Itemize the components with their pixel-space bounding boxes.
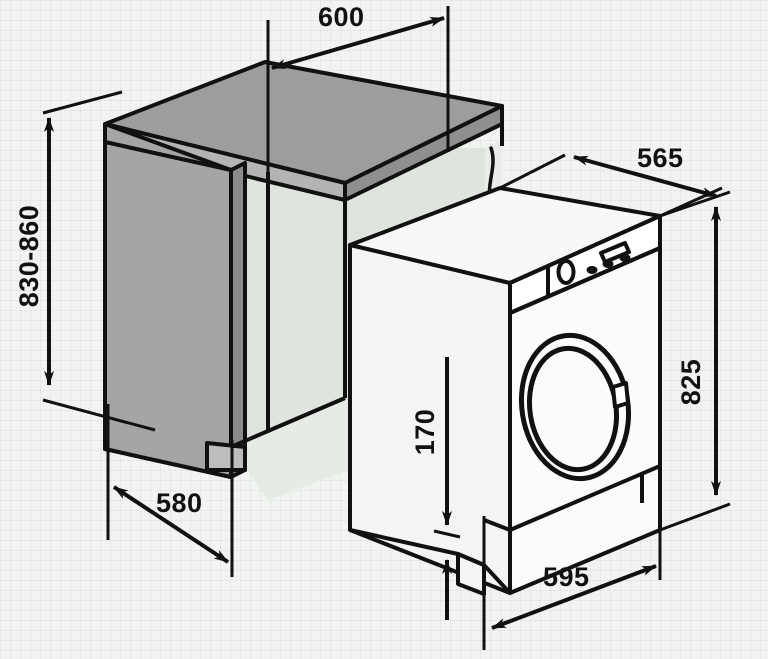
control-panel-lower-lip <box>509 246 661 315</box>
cabinet-side-inner-face <box>229 161 247 479</box>
display-panel <box>599 241 631 264</box>
dimension-label-600: 600 <box>318 2 365 32</box>
dim-line-595 <box>491 564 657 630</box>
dimension-label-170: 170 <box>410 409 440 456</box>
dim-line-600 <box>271 16 445 70</box>
niche-inner-back-bottom <box>267 396 346 433</box>
door-handle[interactable] <box>611 381 630 409</box>
porthole-door[interactable] <box>511 328 638 487</box>
tick-170-upper <box>433 529 461 539</box>
dim-line-580 <box>112 485 230 564</box>
dimension-counter-height: 830-860 <box>14 90 156 432</box>
ext-line-825-bottom <box>659 502 731 532</box>
dimension-washer-width: 595 <box>482 452 662 650</box>
control-button-1[interactable] <box>586 266 598 274</box>
dimension-washer-depth: 565 <box>499 143 723 218</box>
ext-line-565-left <box>499 153 566 190</box>
ext-line-825-top <box>659 190 731 218</box>
dimension-label-565: 565 <box>637 143 684 173</box>
toe-kick-notch <box>205 441 247 472</box>
washer-plinth-side-line <box>483 518 511 532</box>
dimension-washer-height: 825 <box>659 190 731 532</box>
ext-line-830-top <box>42 90 123 115</box>
dimension-counter-depth: 600 <box>266 2 450 175</box>
program-knob[interactable] <box>556 259 576 285</box>
ext-line-830-bottom <box>42 398 156 432</box>
control-button-3[interactable] <box>619 254 631 262</box>
dimension-label-595: 595 <box>543 562 590 592</box>
dimension-cabinet-side-width: 580 <box>106 404 234 577</box>
cabinet-left-side-panel-front <box>103 140 233 479</box>
dim-line-565 <box>573 155 717 198</box>
washer-plinth-top-line <box>509 464 661 532</box>
dimension-label-580: 580 <box>156 488 203 518</box>
dimension-label-825: 825 <box>676 359 706 406</box>
dimension-label-830-860: 830-860 <box>14 205 44 308</box>
washing-machine <box>348 186 662 596</box>
control-button-2[interactable] <box>602 260 614 268</box>
dimension-door-clearance: 170 <box>410 357 461 620</box>
